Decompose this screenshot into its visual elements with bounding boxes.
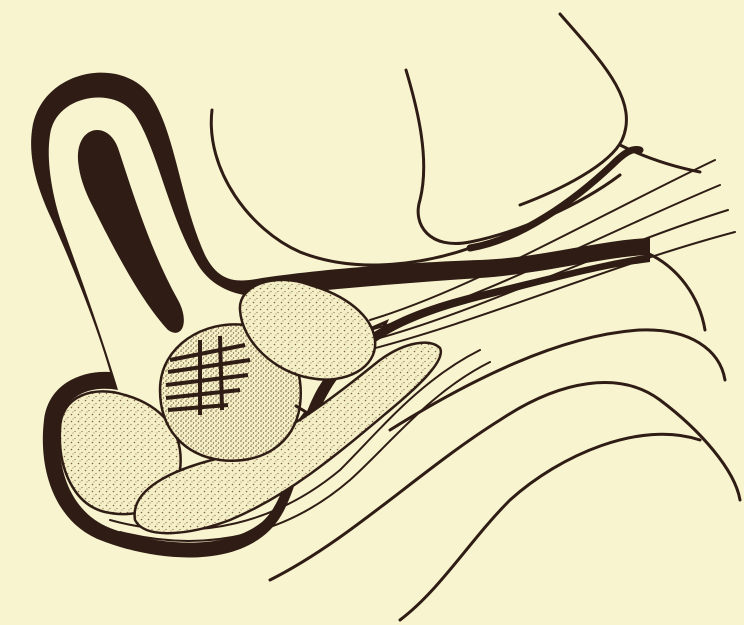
striation-7 [220, 336, 222, 410]
